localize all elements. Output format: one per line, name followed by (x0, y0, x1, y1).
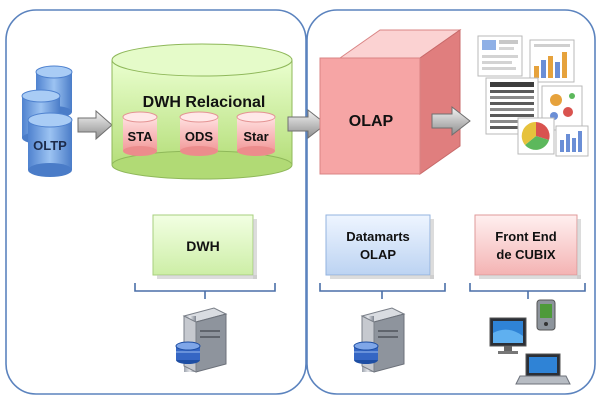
desktop-monitor-icon (489, 317, 527, 354)
arrow-oltp-to-dwh (77, 109, 113, 141)
frontend-bracket (469, 283, 586, 299)
report-sheet (541, 85, 583, 131)
dwh-bracket (134, 283, 276, 299)
stage-star-label: Star (243, 129, 268, 144)
dwh-tier-box: DWH (152, 214, 257, 279)
left-panel (5, 9, 307, 395)
datamarts-tier-box: Datamarts OLAP (325, 214, 434, 279)
right-panel (306, 9, 596, 395)
datamarts-server-icon (353, 307, 406, 373)
olap-cube: OLAP (319, 29, 462, 175)
datamarts-tier-label-line1: Datamarts (346, 229, 410, 244)
reports-collage-image (477, 35, 589, 157)
laptop-icon (515, 353, 571, 385)
client-devices-icon (489, 299, 571, 385)
datamarts-bracket (319, 283, 446, 299)
oltp-db-stack: OLTP (21, 65, 73, 177)
olap-cube-label: OLAP (349, 113, 394, 130)
report-sheet (555, 125, 589, 157)
datamarts-tier-label-line2: OLAP (360, 247, 396, 262)
report-sheet (477, 35, 523, 77)
oltp-label: OLTP (33, 138, 67, 153)
report-sheet (529, 39, 575, 83)
stage-ods: ODS (179, 111, 219, 156)
db-cylinder-front (27, 112, 73, 177)
dwh-server-icon (175, 307, 228, 373)
stage-ods-label: ODS (185, 129, 214, 144)
stage-sta-label: STA (127, 129, 153, 144)
frontend-tier-box: Front End de CUBIX (474, 214, 581, 279)
report-sheet (517, 117, 555, 155)
arrow-olap-to-reports (431, 105, 471, 137)
pda-icon (536, 299, 556, 331)
frontend-tier-label-line2: de CUBIX (496, 247, 556, 262)
arrow-dwh-to-olap (287, 108, 327, 140)
dwh-cylinder: DWH Relacional (111, 43, 293, 180)
stage-star: Star (236, 111, 276, 156)
stage-sta: STA (122, 111, 158, 156)
frontend-tier-label-line1: Front End (495, 229, 556, 244)
dwh-title: DWH Relacional (143, 94, 266, 111)
dwh-tier-label: DWH (186, 238, 219, 254)
